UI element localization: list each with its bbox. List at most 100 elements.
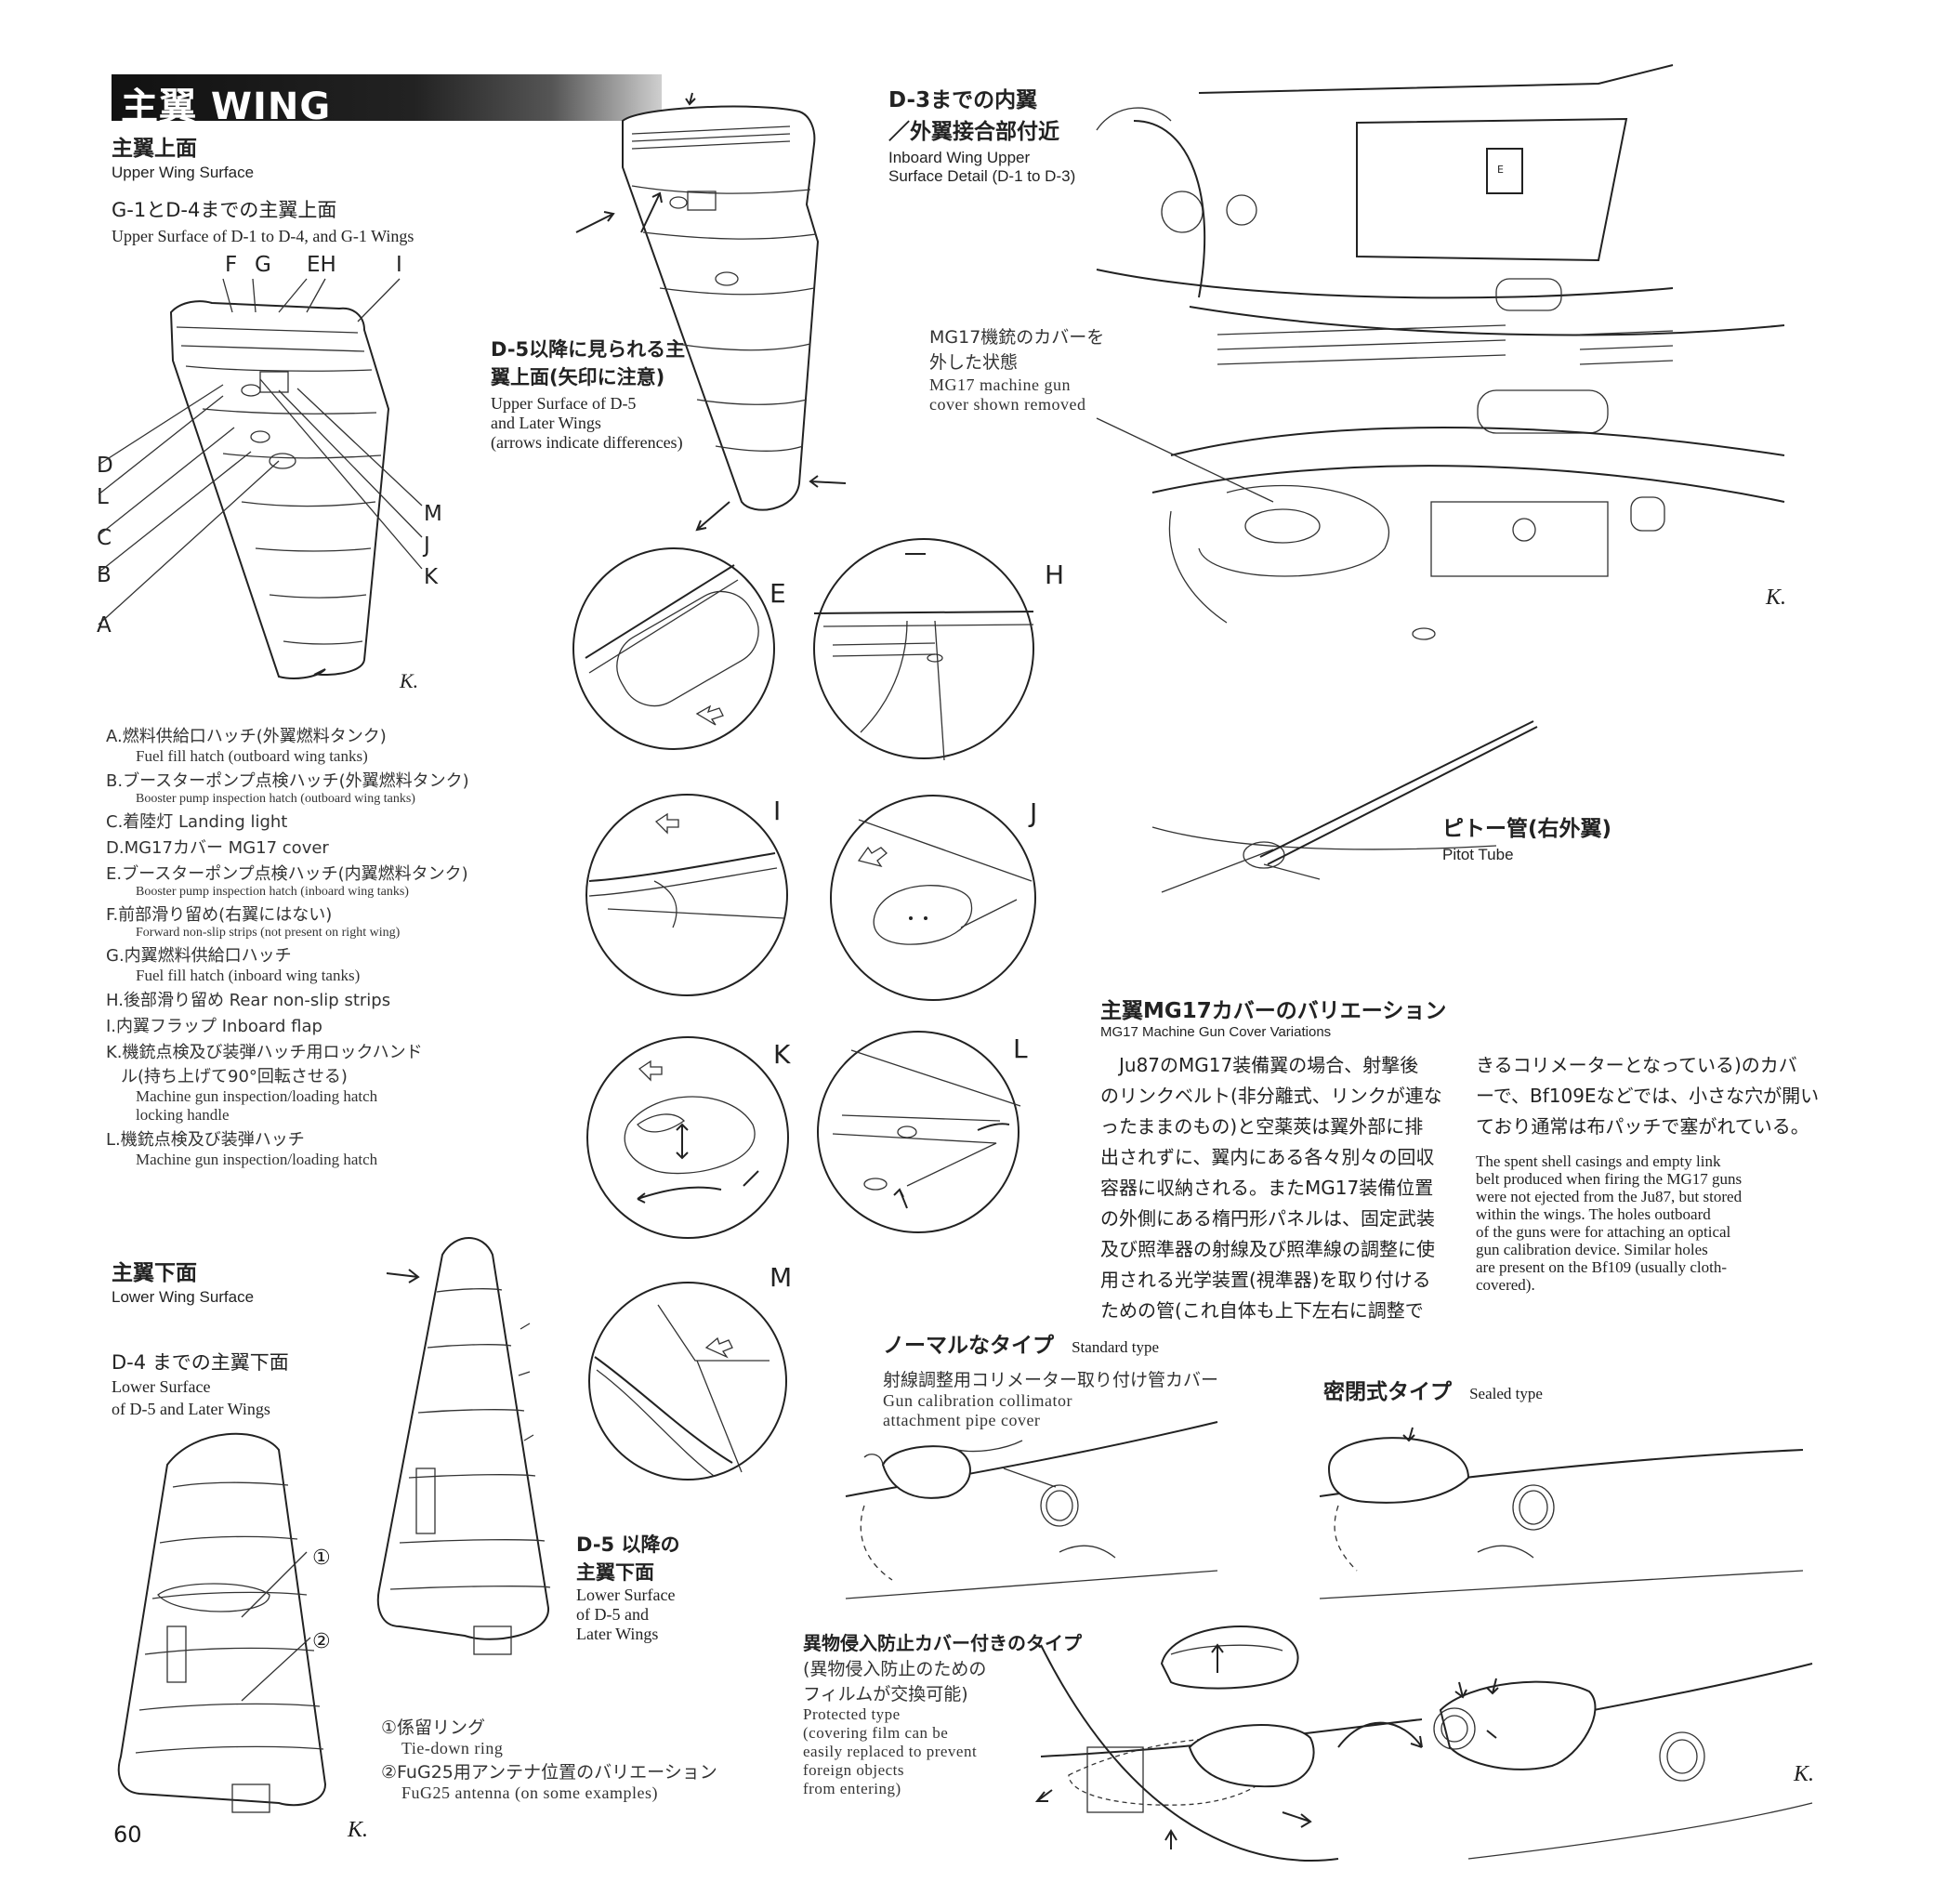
legend-en: Fuel fill hatch (outboard wing tanks): [136, 747, 368, 765]
legend-jp: I.内翼フラップ Inboard flap: [106, 1017, 322, 1036]
mg17-body-en-line: of the guns were for attaching an optica…: [1476, 1223, 1731, 1241]
d5-upper-caption: D-5以降に見られる主 翼上面(矢印に注意) Upper Surface of …: [491, 335, 685, 453]
part-letter-i: I: [396, 253, 402, 277]
legend-item-g: G.内翼燃料供給口ハッチ Fuel fill hatch (inboard wi…: [106, 942, 496, 985]
part-letter-eh: EH: [307, 253, 336, 277]
legend-item-d: D.MG17カバー MG17 cover: [106, 835, 496, 859]
legend-item-l: L.機銃点検及び装弾ハッチ Machine gun inspection/loa…: [106, 1126, 496, 1169]
mg17-body-jp-line: のリンクベルト(非分離式、リンクが連な: [1100, 1085, 1442, 1107]
sealed-type-en: Sealed type: [1469, 1385, 1543, 1402]
mg17-body-en-line: gun calibration device. Similar holes: [1476, 1241, 1708, 1258]
lower-surface-title-en: Lower Wing Surface: [112, 1288, 255, 1306]
mg17-variations-title-en: MG17 Machine Gun Cover Variations: [1100, 1024, 1332, 1040]
part-letter-c: C: [97, 526, 112, 550]
d5-lower-en2: of D-5 and: [576, 1605, 649, 1624]
mg17-body-jp-line: 出されずに、翼内にある各々別々の回収: [1100, 1146, 1435, 1168]
footnote-1-en: Tie-down ring: [401, 1739, 504, 1757]
mg17-body-jp-line: ったままのもの)と空薬莢は翼外部に排: [1100, 1115, 1424, 1138]
legend-en: Booster pump inspection hatch (outboard …: [136, 792, 415, 806]
section-header-bar: 主翼 WING: [112, 74, 662, 128]
d5-upper-caption-en2: and Later Wings: [491, 414, 601, 432]
legend-jp: D.MG17カバー MG17 cover: [106, 838, 329, 858]
detail-circle-k: [586, 1036, 789, 1239]
part-letter-f: F: [225, 253, 238, 277]
upper-surface-subtitle: G-1とD-4までの主翼上面: [112, 199, 337, 221]
mg17-body-en: The spent shell casings and empty link b…: [1476, 1152, 1820, 1294]
legend-item-b: B.ブースターポンプ点検ハッチ(外翼燃料タンク) Booster pump in…: [106, 768, 496, 807]
legend-jp: L.機銃点検及び装弾ハッチ: [106, 1130, 305, 1150]
pitot-caption: ピトー管(右外翼) Pitot Tube: [1442, 810, 1611, 864]
callout-number-1: ①: [312, 1546, 331, 1570]
legend-en: locking handle: [136, 1106, 230, 1124]
section-title: 主翼 WING: [121, 86, 332, 128]
inboard-detail-en1: Inboard Wing Upper: [888, 149, 1031, 166]
legend-jp: H.後部滑り留め Rear non-slip strips: [106, 991, 391, 1010]
inboard-detail-jp2: ／外翼接合部付近: [888, 120, 1059, 144]
upper-surface-title: 主翼上面: [112, 137, 197, 161]
pitot-caption-jp: ピトー管(右外翼): [1442, 817, 1612, 841]
legend-item-a: A.燃料供給口ハッチ(外翼燃料タンク) Fuel fill hatch (out…: [106, 723, 496, 766]
mg17-body-en-line: belt produced when firing the MG17 guns: [1476, 1170, 1743, 1188]
upper-wing-drawing: K.: [98, 278, 423, 692]
mg17-body-jp-col2: きるコリメーターとなっている)のカバ ーで、Bf109Eなどでは、小さな穴が開い…: [1476, 1050, 1819, 1142]
protected-type-jp2: (異物侵入防止のための: [803, 1659, 987, 1679]
d5-lower-en1: Lower Surface: [576, 1586, 676, 1604]
legend-item-e: E.ブースターポンプ点検ハッチ(内翼燃料タンク) Booster pump in…: [106, 861, 496, 900]
detail-circle-l: [817, 1031, 1021, 1233]
mg17-body-en-line: are present on the Bf109 (usually cloth-: [1476, 1258, 1728, 1276]
mg17-variations-title: 主翼MG17カバーのバリエーション: [1100, 999, 1447, 1023]
detail-circle-j: [830, 795, 1036, 1001]
lower-surface-subtitle: D-4 までの主翼下面: [112, 1351, 289, 1374]
mg17-body-jp-line: 用される光学装置(視準器)を取り付ける: [1100, 1269, 1431, 1291]
part-letter-m: M: [424, 502, 442, 526]
protected-type-en5: from entering): [803, 1780, 901, 1797]
mg17-removed-caption: MG17機銃のカバーを 外した状態 MG17 machine gun cover…: [929, 323, 1104, 415]
mg17-body-jp-line: ており通常は布パッチで塞がれている。: [1476, 1115, 1809, 1138]
d5-upper-caption-en3: (arrows indicate differences): [491, 433, 683, 452]
mg17-body-jp-line: きるコリメーターとなっている)のカバ: [1476, 1054, 1797, 1076]
legend-jp: C.着陸灯 Landing light: [106, 812, 288, 832]
part-letter-k: K: [424, 565, 439, 589]
mg17-body-jp-line: ーで、Bf109Eなどでは、小さな穴が開い: [1476, 1085, 1820, 1107]
mg17-removed-en2: cover shown removed: [929, 395, 1086, 414]
legend-jp: ル(持ち上げて90°回転させる): [121, 1067, 348, 1086]
lower-surface-subtitle-en2: of D-5 and Later Wings: [112, 1400, 270, 1418]
mg17-body-en-line: The spent shell casings and empty link: [1476, 1152, 1721, 1170]
svg-text:E: E: [1497, 164, 1504, 176]
page-number: 60: [113, 1822, 142, 1848]
standard-type-jp: ノーマルなタイプ: [883, 1334, 1054, 1358]
legend-item-i: I.内翼フラップ Inboard flap: [106, 1013, 496, 1037]
parts-legend: A.燃料供給口ハッチ(外翼燃料タンク) Fuel fill hatch (out…: [106, 723, 496, 1171]
inboard-detail-jp1: D-3までの内翼: [888, 88, 1038, 112]
detail-circle-h: [813, 538, 1034, 761]
footnote-2-jp: ②FuG25用アンテナ位置のバリエーション: [381, 1762, 717, 1783]
upper-surface-subtitle-en: Upper Surface of D-1 to D-4, and G-1 Win…: [112, 227, 414, 245]
protected-type-en2: (covering film can be: [803, 1724, 949, 1742]
legend-jp: A.燃料供給口ハッチ(外翼燃料タンク): [106, 727, 387, 746]
part-letter-j: J: [424, 533, 430, 558]
d5-upper-wing-drawing: [575, 92, 847, 532]
mg17-removed-jp2: 外した状態: [929, 352, 1019, 373]
mg17-body-jp: Ju87のMG17装備翼の場合、射撃後 のリンクベルト(非分離式、リンクが連な …: [1100, 1050, 1442, 1326]
mg17-body-jp-line: の外側にある楕円形パネルは、固定武装: [1100, 1207, 1435, 1230]
protected-type-en3: easily replaced to prevent: [803, 1743, 978, 1760]
pitot-tube-drawing: [1151, 720, 1538, 893]
d5-upper-caption-en1: Upper Surface of D-5: [491, 394, 637, 413]
detail-label-e: E: [770, 578, 786, 609]
detail-label-i: I: [773, 796, 782, 826]
standard-type-desc-jp: 射線調整用コリメーター取り付け管カバー: [883, 1370, 1219, 1390]
mg17-removed-en1: MG17 machine gun: [929, 375, 1071, 394]
standard-type-caption: ノーマルなタイプ Standard type 射線調整用コリメーター取り付け管カ…: [883, 1327, 1218, 1430]
detail-label-j: J: [1030, 797, 1038, 828]
standard-type-drawing: [845, 1421, 1218, 1599]
standard-type-desc-en2: attachment pipe cover: [883, 1411, 1041, 1429]
inboard-detail-caption: D-3までの内翼 ／外翼接合部付近 Inboard Wing Upper Sur…: [888, 82, 1075, 186]
d5-lower-en3: Later Wings: [576, 1625, 659, 1643]
inboard-wing-detail-drawing: E K.: [1096, 64, 1786, 640]
protected-type-en1: Protected type: [803, 1705, 901, 1723]
protected-type-jp1: 異物侵入防止カバー付きのタイプ: [803, 1632, 1082, 1654]
lower-footnotes: ①係留リング Tie-down ring ②FuG25用アンテナ位置のバリエーシ…: [381, 1714, 717, 1803]
lower-surface-subtitle-en1: Lower Surface: [112, 1377, 211, 1396]
d5-lower-caption: D-5 以降の 主翼下面 Lower Surface of D-5 and La…: [576, 1530, 679, 1644]
legend-en: Fuel fill hatch (inboard wing tanks): [136, 967, 361, 984]
